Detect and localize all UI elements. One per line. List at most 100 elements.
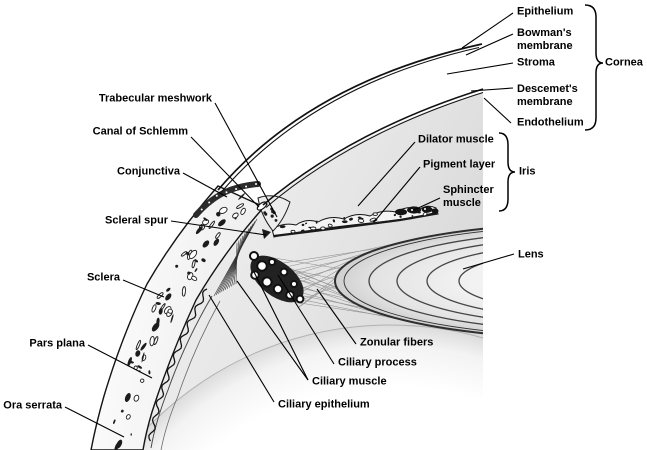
iris-speckle (332, 219, 336, 223)
label-canal-of-schlemm: Canal of Schlemm (92, 125, 188, 138)
ciliary-process-fold (272, 283, 284, 295)
label-endothelium: Endothelium (517, 116, 584, 129)
leader-endothelium (483, 97, 512, 124)
sclera-speckle (113, 419, 116, 424)
leader-epithelium (461, 12, 514, 49)
ciliary-process-fold (256, 260, 268, 272)
sphincter-blob (395, 208, 407, 216)
iris-speckle (422, 211, 428, 217)
lens-ring (368, 237, 483, 325)
sclera-speckle (140, 378, 145, 383)
sclera-speckle (181, 286, 186, 297)
label-epithelium: Epithelium (517, 5, 574, 18)
label-trabecular-meshwork: Trabecular meshwork (98, 92, 212, 105)
sclera-speckle (141, 352, 145, 363)
leader-pigment-layer (373, 166, 421, 223)
sclera-speckle (189, 249, 198, 259)
lens-ring (426, 252, 483, 310)
leader-sphincter-muscle (413, 197, 441, 211)
iris-speckle (341, 220, 348, 224)
leader-lens (462, 253, 515, 270)
iris-speckle (358, 216, 361, 219)
lens-ring (458, 262, 483, 300)
sclera-speckle (140, 342, 147, 351)
label-sphincter-muscle: Sphincter muscle (443, 184, 494, 209)
zonular-fiber (272, 241, 406, 271)
iris-brace (498, 132, 516, 212)
leader-bowmans-membrane (465, 33, 514, 56)
lens-capsule-outer (334, 227, 483, 335)
sclera-speckle (125, 414, 131, 420)
sclera-speckle (187, 271, 191, 275)
leader-ora-serrata (64, 406, 125, 438)
sclera-speckle (135, 350, 141, 357)
leader-dilator-muscle (357, 141, 416, 207)
group-braces (498, 4, 604, 212)
ciliary-process-fold (268, 258, 276, 266)
trabecular-dot (264, 212, 268, 216)
leader-zonular-fibers (316, 288, 357, 345)
sclera-speckle (155, 302, 161, 305)
ciliary-process-fold (290, 280, 298, 288)
iris-speckle (290, 229, 296, 234)
leader-ciliary-muscle-2 (253, 271, 309, 381)
leader-lines (64, 12, 515, 438)
sphincter-blob (421, 206, 433, 213)
label-scleral-spur: Scleral spur (105, 214, 168, 227)
iris-speckle (304, 222, 308, 225)
sclera-speckle (124, 393, 131, 402)
label-iris-group: Iris (519, 165, 536, 178)
vitreous-body (127, 324, 483, 450)
sclera-speckle (120, 409, 124, 413)
trabecular-dot (270, 214, 274, 218)
leader-canal-of-schlemm (190, 136, 260, 208)
sclera-speckle (165, 293, 172, 301)
ciliary-epithelium-line (148, 288, 208, 442)
leader-pars-plana (87, 344, 153, 379)
label-dilator-muscle: Dilator muscle (418, 133, 494, 146)
cornea-bowmans-line (220, 46, 480, 193)
label-pigment-layer: Pigment layer (423, 158, 496, 171)
iris-speckle (315, 220, 318, 224)
ciliary-muscle-striation (235, 242, 238, 285)
iris-speckle (327, 223, 333, 228)
leader-sclera (122, 279, 165, 298)
sclera-speckle (219, 206, 228, 214)
lens-ring (396, 244, 483, 318)
sclera-speckle (240, 207, 246, 215)
sclera-speckle (167, 308, 173, 314)
leader-descemets-membrane (470, 87, 514, 92)
cornea-endothelium-line (265, 92, 484, 208)
sphincter-speck (424, 208, 426, 210)
label-ora-serrata: Ora serrata (3, 399, 62, 412)
sclera-speckle (194, 259, 198, 263)
sclera-speckle (137, 365, 143, 369)
sclera-speckle (151, 322, 160, 332)
ciliary-process-fold (261, 276, 273, 288)
sphincter-blob (431, 208, 439, 214)
ciliary-muscle-drawing (213, 218, 258, 297)
iris-speckle (399, 215, 402, 218)
conjunctiva-drawing (193, 181, 261, 218)
ciliary-process-fold (279, 267, 289, 277)
label-conjunctiva: Conjunctiva (117, 165, 180, 178)
label-sclera: Sclera (86, 271, 120, 284)
label-pars-plana: Pars plana (29, 337, 85, 350)
iris-speckle (343, 217, 346, 220)
iris-drawing (271, 205, 439, 238)
ciliary-epithelium-wavy-line (148, 288, 208, 442)
cornea-brace (584, 4, 604, 131)
sclera-speckle (191, 259, 196, 269)
label-ciliary-muscle: Ciliary muscle (312, 375, 387, 388)
pars-plana-layer-line-2 (160, 300, 221, 450)
zonular-fiber (261, 255, 341, 270)
label-lens: Lens (518, 248, 544, 261)
sclera-speckle (116, 439, 123, 449)
ciliary-muscle-striation (218, 223, 254, 294)
iris-speckle (393, 213, 397, 217)
sclera-speckle (202, 240, 210, 248)
leader-ciliary-process (277, 274, 335, 365)
sclera-speckle (216, 211, 221, 217)
